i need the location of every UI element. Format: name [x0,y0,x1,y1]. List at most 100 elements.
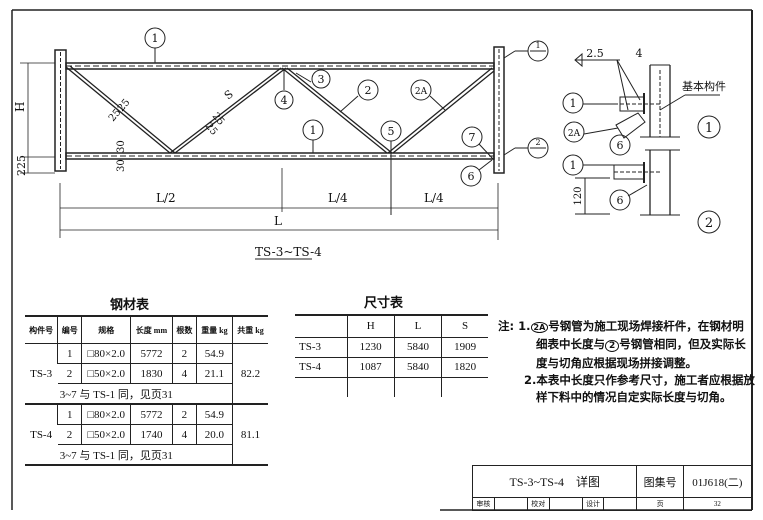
text-label: TS-4 [30,428,53,441]
marker-4: 4 [281,94,288,107]
connection-detail [562,52,721,234]
col-header: 编号 [57,316,82,344]
text-label: 1740 [130,424,173,445]
marker-3: 3 [318,73,325,86]
dim-L: L [274,214,282,228]
left-end-plate [54,49,67,172]
text-label: 1. [518,319,531,333]
text-label: 样下料中的情况自定实际长度与切角。 [536,390,732,404]
marker-6: 6 [617,139,624,152]
marker-5: 5 [388,125,395,138]
text-label: 号钢管为施工现场焊接杆件，在钢材明 [548,319,744,333]
text-label: 3~7 与 TS-1 同，见页31 [59,449,173,462]
text-label: TS-3 [295,337,348,358]
text-label: 1830 [130,363,173,384]
text-label: 1230 [346,337,395,358]
diagonals [65,65,495,154]
text-label: 号钢管相同，但及实际长 [619,337,746,351]
text-label: 54.9 [195,404,233,425]
text-label: □50×2.0 [81,363,131,384]
dim-S: S [222,87,236,102]
sheet-title: TS-3~TS-4 详图 [471,465,638,498]
text-label: 5772 [130,343,173,364]
text-label: S [441,315,488,338]
weld-dim: 30 [116,159,127,172]
text-label: 82.2 [231,343,268,405]
col-header: 长度 mm [130,316,173,344]
truss-elevation [20,46,528,260]
text-label: 1820 [441,357,488,378]
weld-size: 2.5 [586,47,604,60]
text-label: TS-3 [25,343,58,405]
text-label: 审核 [472,497,495,511]
right-end-plate [493,46,505,174]
text-label: 注: [498,319,515,333]
text-label: 设计 [581,497,605,511]
text-label: 54.9 [195,343,233,364]
marker-1: 1 [570,97,577,110]
dim-L-half: L/2 [156,191,176,205]
drawing-title: TS-3~TS-4 [255,245,322,259]
dim-H: H [13,102,27,112]
col-header: 根数 [171,316,197,344]
col-header: 共重 kg [231,316,268,344]
elevation-labels: H 225 L/2 L/4 L/4 L S 25 25 25 25 30 30 … [13,87,444,259]
marker-6: 6 [468,170,475,183]
text-label: 1909 [441,337,488,358]
table-header-row: 构件号 编号 规格 长度 mm 根数 重量 kg 共重 kg [25,316,268,344]
text-label: H [346,315,395,338]
text-label: 细表中长度与 [536,337,605,351]
text-label: 度与切角应根据现场拼接调整。 [536,356,697,370]
atlas-number: 01J618(二) [682,465,753,498]
title-block: TS-3~TS-4 详图 图集号 01J618(二) 审核 校对 设计 页 32 [471,465,753,511]
text-label: □50×2.0 [81,424,131,445]
text-label: 校对 [526,497,550,511]
text-label: □80×2.0 [81,343,131,364]
text-label: 4 [171,424,197,445]
marker-2: 2 [365,84,372,97]
section-1-label: 1 [705,121,713,136]
text-label: 2 [57,424,82,445]
marker-2A: 2A [568,129,581,139]
text-label: 21.1 [195,363,233,384]
dim-L-quarter: L/4 [328,191,348,205]
table-row [295,377,488,397]
text-label: 3~7 与 TS-1 同，见页31 [57,383,233,405]
text-label: L [393,315,442,338]
text-label: 页 [636,497,684,511]
text-label: 5840 [393,357,442,378]
marker-2A: 2A [530,322,549,333]
marker-1: 1 [310,124,317,137]
text-label: 1087 [346,357,395,378]
text-label: 20.0 [195,424,233,445]
marker-1: 1 [152,32,159,45]
dim-L-quarter: L/4 [424,191,444,205]
marker-2: 2 [605,340,620,352]
table-note-row: 3~7 与 TS-1 同，见页31 [25,383,268,405]
section-marker-2: 2 [535,138,540,147]
text-label: 2 [57,363,82,384]
section-2-label: 2 [705,216,713,231]
dim-225: 225 [15,155,28,176]
member-markers [144,27,549,187]
marker-1: 1 [570,159,577,172]
dim-120: 120 [573,186,584,205]
text-label [295,315,348,338]
text-label: 2 [171,404,197,425]
text-label: 4 [171,363,197,384]
text-label: 2.本表中长度只作参考尺寸，施工者应根据放 [524,373,755,387]
col-header: 规格 [81,316,131,344]
table-note-row: 3~7 与 TS-1 同，见页31 [25,445,268,466]
col-header: 构件号 [25,316,58,344]
col-header: 重量 kg [195,316,233,344]
text-label: 图集号 [636,465,684,498]
text-label: 1 [57,404,82,425]
